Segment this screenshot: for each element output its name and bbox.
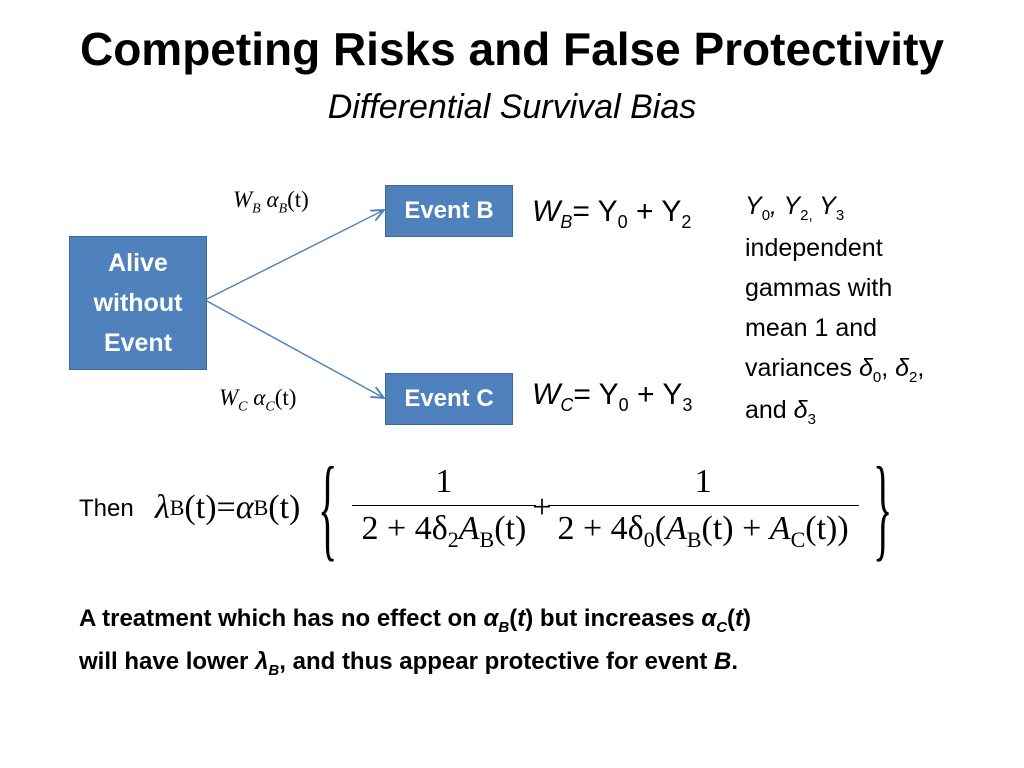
note-line-1: independent (745, 234, 883, 262)
arrow-to-event-b (204, 210, 384, 301)
frailty-formula-b: WB= Y0 + Y2 (532, 195, 692, 232)
conclusion-text: A treatment which has no effect on αB(t)… (79, 598, 979, 683)
hazard-label-b: WB αB(t) (233, 187, 309, 217)
frailty-formula-c: WC= Y0 + Y3 (532, 378, 693, 415)
note-line-4: variances δ0, δ2, (745, 354, 925, 386)
state-event-b: Event B (385, 185, 513, 237)
state-alive-without-event: Alive without Event (69, 236, 207, 370)
note-variables: Y0, Y2, Y3 (745, 192, 845, 224)
note-line-2: gammas with (745, 274, 893, 302)
then-label: Then (79, 495, 134, 522)
note-line-5: and δ3 (745, 396, 816, 428)
state-alive-line2: without (93, 289, 183, 317)
state-event-c: Event C (385, 373, 513, 425)
state-alive-line3: Event (103, 329, 173, 357)
slide-subtitle: Differential Survival Bias (327, 88, 697, 126)
state-alive-line1: Alive (108, 249, 168, 277)
plus-sign: + (532, 488, 552, 526)
slide-title: Competing Risks and False Protectivity (79, 23, 944, 75)
fraction-2: 1 2 + 4δ0(AB(t) + AC(t)) (547, 463, 859, 553)
conclusion-line-1: A treatment which has no effect on αB(t)… (79, 605, 752, 636)
gamma-assumption-note: Y0, Y2, Y3 independent gammas with mean … (745, 186, 1015, 432)
conclusion-line-2: will have lower λB, and thus appear prot… (79, 647, 739, 679)
right-brace: } (872, 444, 892, 571)
hazard-label-c: WC αC(t) (219, 385, 297, 415)
fraction-1: 1 2 + 4δ2AB(t) (351, 463, 537, 553)
left-brace: { (318, 444, 338, 571)
note-line-3: mean 1 and (745, 314, 878, 342)
arrow-to-event-c (204, 299, 384, 398)
